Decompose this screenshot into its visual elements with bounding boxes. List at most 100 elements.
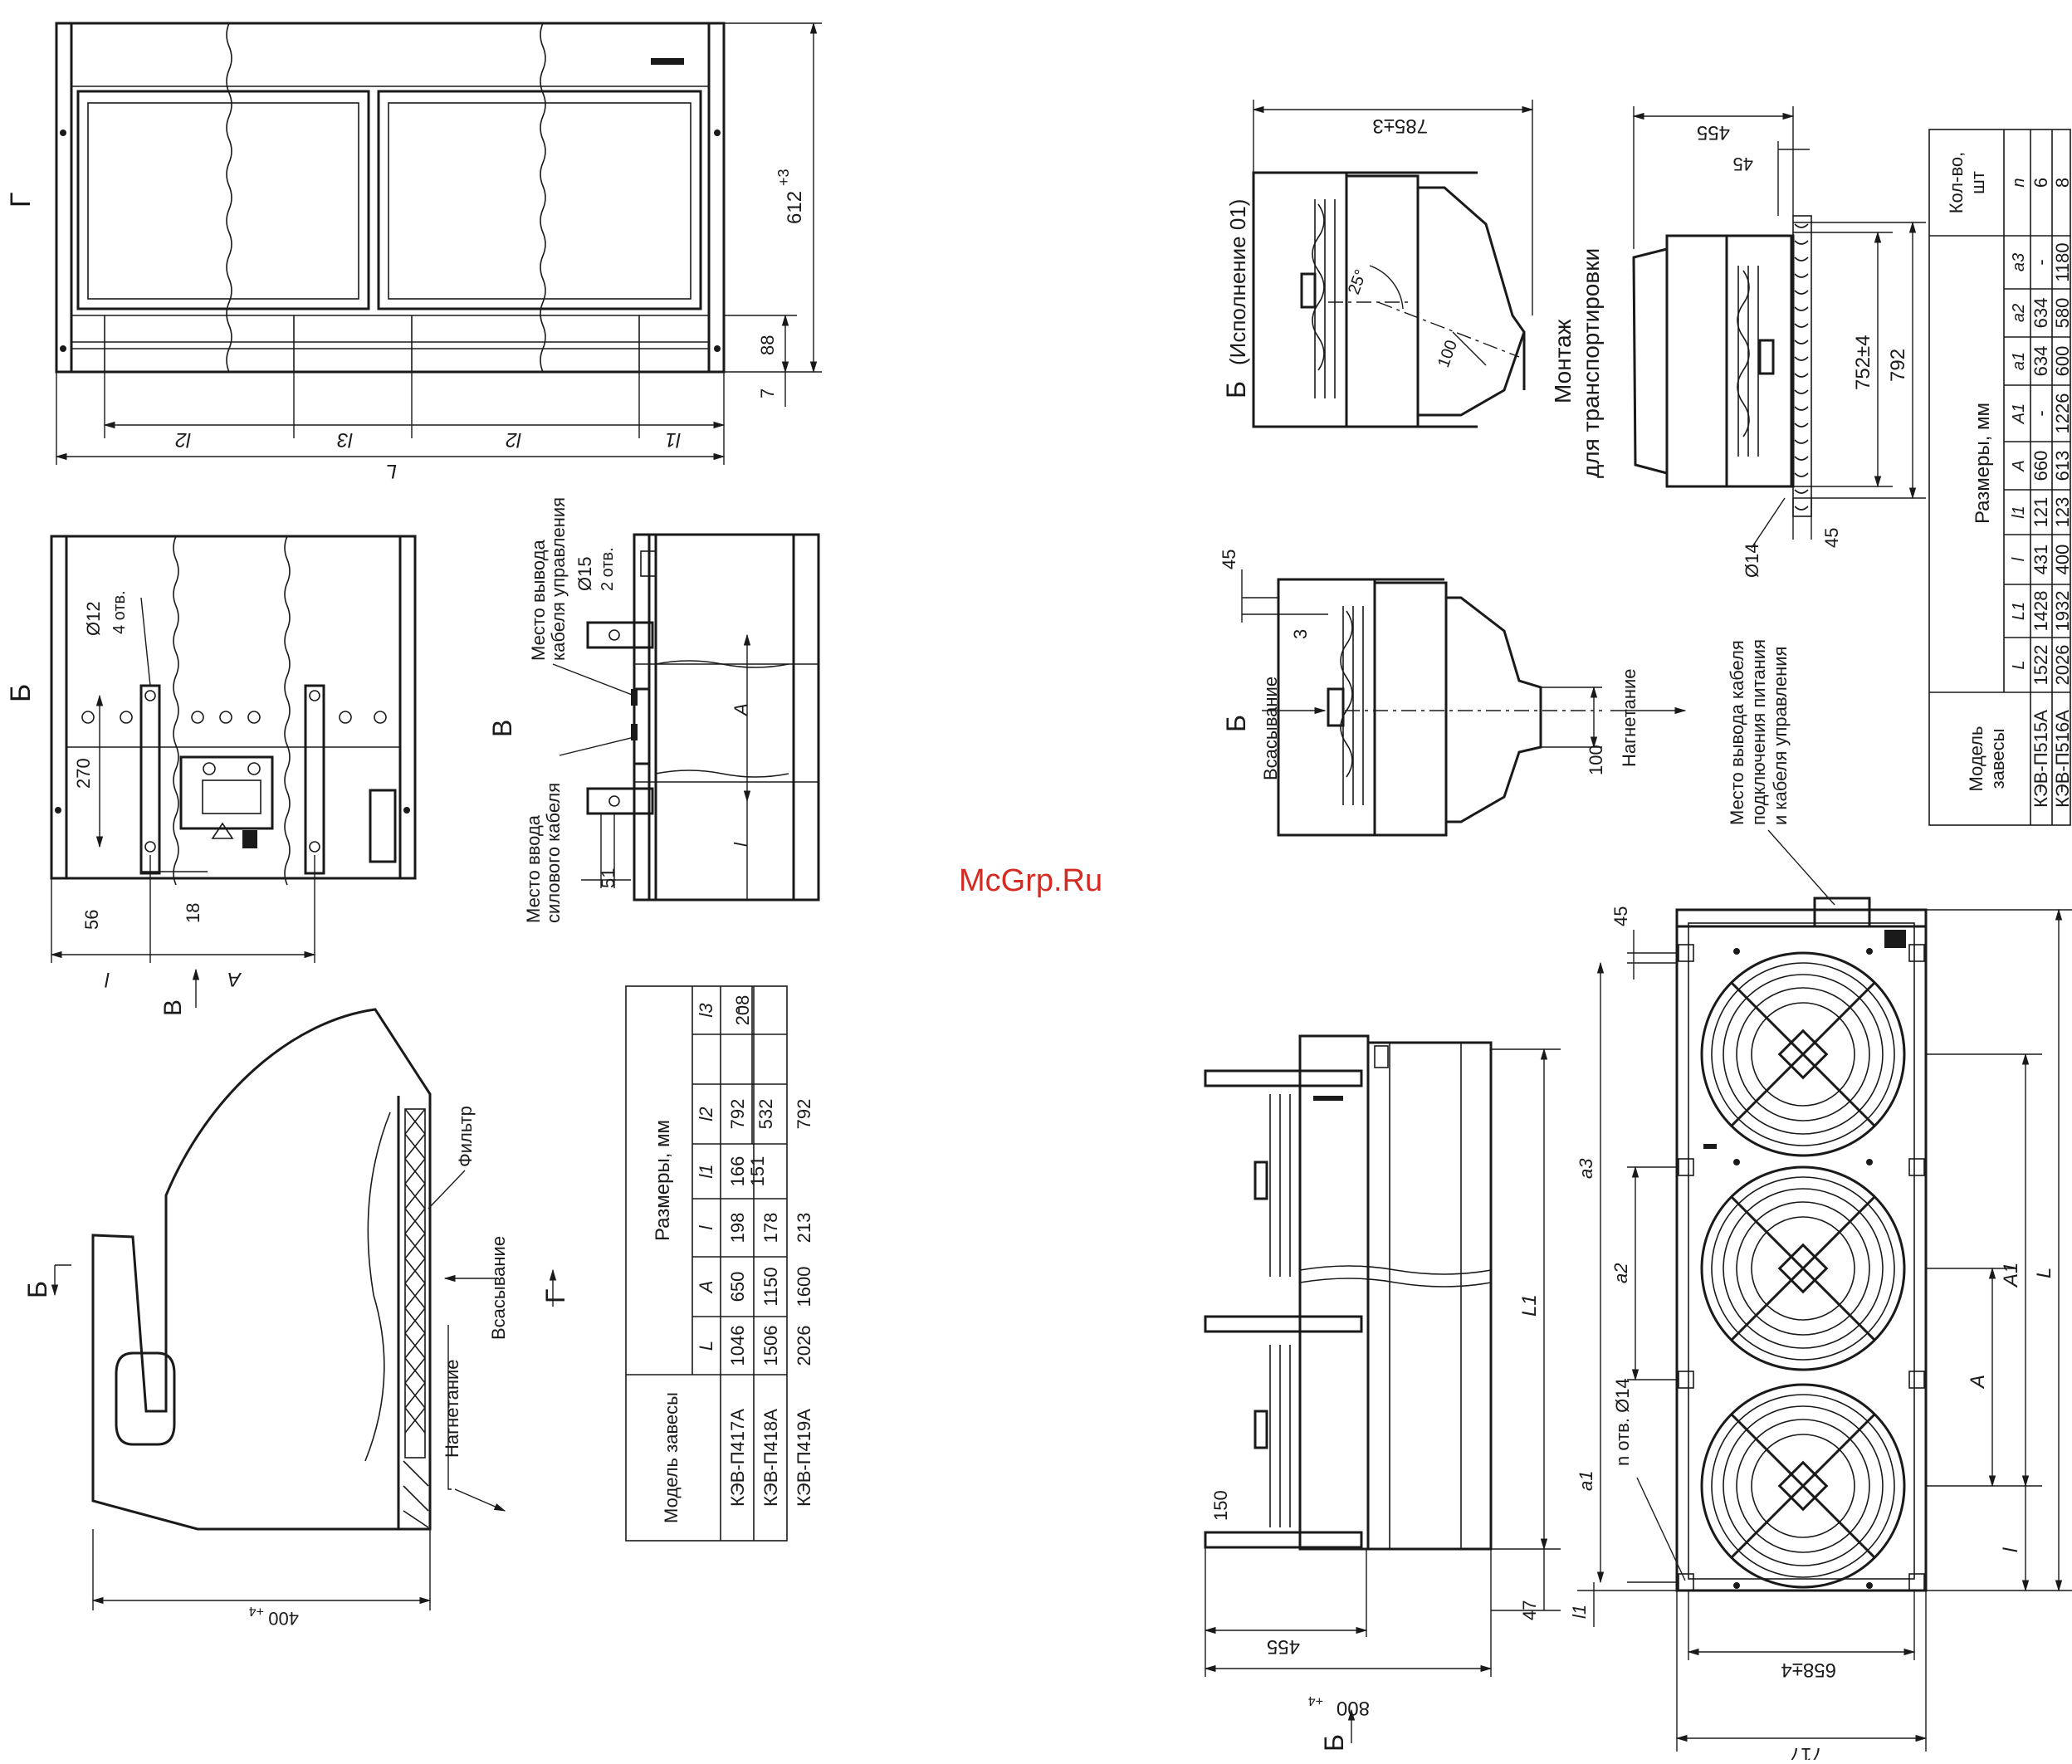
svg-text:для транспортировки: для транспортировки	[1578, 248, 1604, 478]
view-side-label: Б	[1319, 1734, 1349, 1752]
view-mount: 752±4 792 455 45 45 Ø14 Монтаж для транс…	[1550, 106, 1926, 578]
svg-text:Ø12: Ø12	[83, 601, 104, 636]
svg-text:Модель завесы: Модель завесы	[661, 1392, 682, 1523]
svg-text:l: l	[2000, 1547, 2022, 1552]
svg-text:45: 45	[1821, 528, 1842, 548]
watermark: McGrp.Ru	[959, 863, 1103, 898]
svg-text:A: A	[2010, 460, 2028, 472]
svg-text:45: 45	[1219, 550, 1239, 569]
svg-text:4 отв.: 4 отв.	[110, 590, 129, 634]
svg-text:Размеры, мм: Размеры, мм	[1972, 403, 1994, 524]
fan-3	[1700, 1383, 1906, 1589]
svg-text:l: l	[696, 1224, 716, 1229]
svg-text:a3: a3	[1576, 1158, 1596, 1179]
svg-text:В: В	[159, 999, 187, 1016]
cable-note: Место вывода кабеля подключения питания …	[1727, 639, 1835, 906]
svg-text:634: 634	[2030, 298, 2051, 329]
svg-text:Монтаж: Монтаж	[1550, 319, 1576, 403]
svg-text:532: 532	[755, 1099, 776, 1130]
svg-text:Нагнетание: Нагнетание	[1619, 668, 1640, 767]
svg-text:660: 660	[2030, 451, 2051, 481]
svg-text:a1: a1	[2010, 352, 2028, 370]
svg-text:l3: l3	[337, 428, 353, 451]
svg-text:a3: a3	[2010, 253, 2028, 271]
table-row: КЭВ-П417А	[727, 1409, 748, 1507]
table-row: КЭВ-П516А	[2052, 710, 2072, 808]
fan-2	[1700, 1165, 1906, 1371]
view-side: L1 47 455 800 +4 150 Б	[1204, 1034, 1561, 1752]
svg-text:Модель: Модель	[1966, 726, 1986, 792]
svg-text:n отв. Ø14: n отв. Ø14	[1612, 1378, 1633, 1466]
svg-text:151: 151	[747, 1156, 768, 1187]
view-b2-label: Б	[1221, 715, 1251, 732]
view-b-label: Б	[5, 684, 37, 702]
svg-text:1506: 1506	[760, 1326, 781, 1366]
svg-text:752±4: 752±4	[1852, 335, 1874, 390]
svg-text:7: 7	[757, 388, 778, 398]
svg-text:100: 100	[1434, 338, 1461, 370]
svg-text:l1: l1	[696, 1164, 716, 1178]
svg-text:Ø14: Ø14	[1742, 543, 1762, 578]
svg-text:Кол-во,: Кол-во,	[1946, 152, 1967, 214]
svg-text:56: 56	[81, 910, 102, 930]
table-left: Размеры, мм Модель завесы L A l l1 l2 l3…	[625, 985, 814, 1542]
svg-text:1522: 1522	[2030, 645, 2051, 686]
svg-text:Нагнетание: Нагнетание	[442, 1359, 462, 1458]
svg-text:l: l	[2010, 557, 2028, 561]
svg-text:l3: l3	[696, 1003, 716, 1018]
svg-text:n: n	[2010, 178, 2028, 187]
svg-text:Размеры, мм: Размеры, мм	[652, 1120, 674, 1241]
svg-text:1180: 1180	[2052, 242, 2072, 281]
view-g-label: Г	[5, 193, 37, 208]
svg-text:L: L	[2033, 1268, 2055, 1278]
fan-1	[1700, 951, 1906, 1157]
svg-text:123: 123	[2052, 497, 2072, 528]
svg-text:1046: 1046	[727, 1326, 748, 1366]
svg-text:455: 455	[1697, 121, 1730, 144]
svg-text:l1: l1	[1569, 1605, 1590, 1619]
svg-text:A1: A1	[2000, 1263, 2022, 1288]
svg-text:785±3: 785±3	[1372, 115, 1428, 137]
svg-text:208: 208	[732, 995, 753, 1026]
view-top-fans: 45 a3 a2 a1 n отв. Ø14 l1 A A1 L l 658±4	[1569, 897, 2072, 1764]
svg-text:100: 100	[1586, 745, 1606, 775]
svg-text:150: 150	[1210, 1490, 1231, 1521]
svg-text:198: 198	[727, 1213, 748, 1244]
table-row: КЭВ-П419А	[794, 1409, 814, 1507]
svg-text:L: L	[2010, 660, 2028, 669]
svg-text:a2: a2	[2010, 304, 2028, 322]
svg-text:Всасывание: Всасывание	[488, 1236, 509, 1340]
svg-text:792: 792	[1887, 349, 1909, 382]
svg-text:121: 121	[2030, 497, 2051, 528]
svg-text:A: A	[227, 968, 242, 990]
view-v-label: В	[487, 720, 517, 737]
svg-text:717: 717	[1790, 1743, 1823, 1760]
svg-text:(Исполнение 01): (Исполнение 01)	[1225, 199, 1250, 365]
svg-text:792: 792	[794, 1099, 814, 1130]
svg-text:Место вывода кабеля: Место вывода кабеля	[1727, 640, 1747, 825]
svg-text:400: 400	[2052, 545, 2072, 575]
svg-text:1932: 1932	[2052, 591, 2072, 632]
svg-text:+3: +3	[775, 169, 792, 186]
svg-text:l: l	[105, 968, 110, 990]
svg-text:Место вывода: Место вывода	[528, 539, 549, 661]
svg-text:A1: A1	[2010, 403, 2028, 424]
svg-text:шт: шт	[1967, 171, 1988, 194]
svg-text:580: 580	[2052, 298, 2072, 329]
svg-text:45: 45	[1733, 154, 1753, 174]
svg-text:270: 270	[73, 758, 94, 789]
svg-text:Фильтр: Фильтр	[455, 1106, 476, 1167]
view-b2: Всасывание Нагнетание 100 45 3 Б	[1219, 550, 1687, 837]
view-v: A l 51 Место вывода кабеля управления Ø1…	[487, 497, 820, 923]
svg-text:силового кабеля: силового кабеля	[543, 783, 564, 923]
svg-text:a1: a1	[1576, 1471, 1596, 1491]
svg-text:a2: a2	[1610, 1263, 1631, 1283]
svg-text:25°: 25°	[1345, 267, 1371, 297]
svg-text:A: A	[1967, 1375, 1989, 1390]
svg-text:6: 6	[2030, 178, 2051, 188]
svg-text:431: 431	[2030, 545, 2051, 575]
svg-text:+4: +4	[1308, 1693, 1323, 1708]
svg-text:634: 634	[2030, 346, 2051, 377]
svg-text:A: A	[731, 703, 751, 717]
